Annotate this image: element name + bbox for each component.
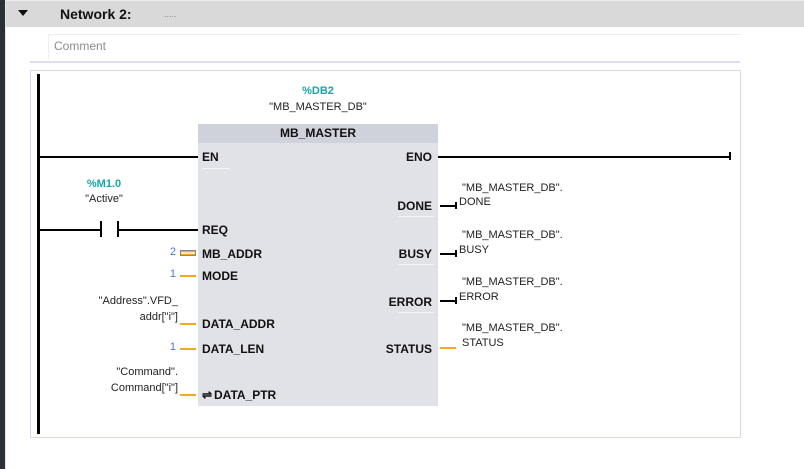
contact-address[interactable]: %M1.0 xyxy=(86,178,122,190)
network-header[interactable]: Network 2: ..... xyxy=(6,0,804,27)
req-wire-right xyxy=(119,229,198,231)
status-wire xyxy=(440,347,456,349)
inout-arrows-icon: ⇌ xyxy=(202,388,213,402)
contact-tag-name[interactable]: "Active" xyxy=(85,193,123,205)
pin-mb-addr[interactable]: MB_ADDR xyxy=(202,247,262,261)
triangle-down-icon[interactable] xyxy=(18,10,28,16)
busy-value-line2[interactable]: BUSY xyxy=(459,244,489,256)
done-wire-end xyxy=(455,202,457,209)
network-title: Network 2: xyxy=(60,6,132,22)
pin-data-len[interactable]: DATA_LEN xyxy=(202,342,265,356)
pin-busy[interactable]: BUSY xyxy=(398,247,432,261)
pin-done-underline xyxy=(398,216,434,217)
pin-error-underline xyxy=(398,312,434,313)
pin-req[interactable]: REQ xyxy=(202,223,229,237)
comment-placeholder: Comment xyxy=(54,39,107,53)
mb-master-block[interactable] xyxy=(198,124,438,406)
pin-en[interactable]: EN xyxy=(202,150,219,164)
editor-left-edge xyxy=(0,0,5,469)
pin-status[interactable]: STATUS xyxy=(385,342,432,356)
pin-eno[interactable]: ENO xyxy=(405,150,432,164)
data-addr-value-line1[interactable]: "Address".VFD_ xyxy=(98,295,178,307)
done-wire xyxy=(440,205,456,207)
instance-db-address[interactable]: %DB2 xyxy=(302,85,334,97)
data-addr-wire xyxy=(180,323,196,325)
left-power-rail xyxy=(37,74,40,434)
done-value-line1[interactable]: "MB_MASTER_DB". xyxy=(462,182,563,194)
pin-busy-underline xyxy=(398,264,434,265)
error-wire-end xyxy=(455,297,457,304)
pin-data-addr[interactable]: DATA_ADDR xyxy=(202,317,275,331)
network-title-placeholder[interactable]: ..... xyxy=(164,9,177,19)
data-ptr-value-line2[interactable]: Command["i"] xyxy=(110,382,178,394)
pin-error[interactable]: ERROR xyxy=(388,295,432,309)
pin-data-ptr[interactable]: DATA_PTR xyxy=(214,388,277,402)
busy-value-line1[interactable]: "MB_MASTER_DB". xyxy=(462,229,563,241)
error-wire xyxy=(440,300,456,302)
comment-divider xyxy=(30,61,740,63)
req-wire-left xyxy=(40,229,100,231)
mode-wire xyxy=(180,275,196,277)
pin-mode[interactable]: MODE xyxy=(202,269,238,283)
data-len-wire xyxy=(180,348,196,350)
status-value-line2[interactable]: STATUS xyxy=(462,337,504,349)
mb-addr-value[interactable]: 2 xyxy=(169,246,176,258)
contact-right-bar[interactable] xyxy=(117,221,119,237)
busy-wire-end xyxy=(455,250,457,257)
pin-en-underline xyxy=(202,168,230,169)
eno-wire-end xyxy=(729,152,731,160)
block-title[interactable]: MB_MASTER xyxy=(198,124,438,143)
instance-db-name[interactable]: "MB_MASTER_DB" xyxy=(269,101,367,113)
mb-addr-connector-icon xyxy=(180,250,196,256)
error-value-line2[interactable]: ERROR xyxy=(459,291,499,303)
status-value-line1[interactable]: "MB_MASTER_DB". xyxy=(462,322,563,334)
busy-wire xyxy=(440,253,456,255)
contact-left-bar[interactable] xyxy=(100,221,102,237)
data-ptr-wire xyxy=(180,394,196,396)
mode-value[interactable]: 1 xyxy=(169,268,176,280)
data-addr-value-line2[interactable]: addr["i"] xyxy=(139,311,178,323)
data-ptr-value-line1[interactable]: "Command". xyxy=(116,366,178,378)
done-value-line2[interactable]: DONE xyxy=(459,196,491,208)
en-wire xyxy=(40,156,198,158)
pin-done[interactable]: DONE xyxy=(397,199,432,213)
network-comment-field[interactable]: Comment xyxy=(48,34,741,59)
data-len-value[interactable]: 1 xyxy=(169,341,176,353)
eno-wire xyxy=(438,156,731,158)
editor-left-edge-inner xyxy=(5,0,6,469)
error-value-line1[interactable]: "MB_MASTER_DB". xyxy=(462,276,563,288)
